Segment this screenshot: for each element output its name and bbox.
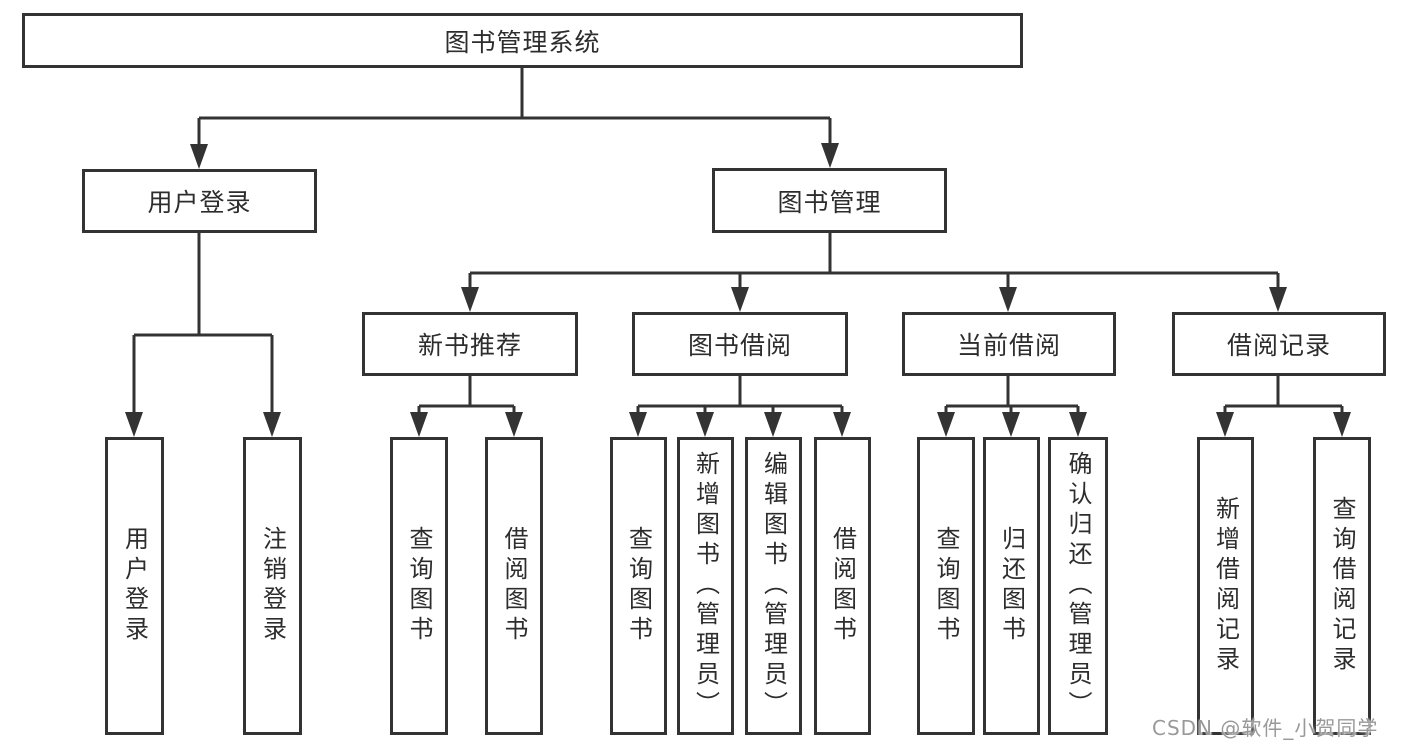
- leaf-edit-book-admin: 编辑图书（管理员）: [745, 437, 802, 735]
- leaf-query-book-recommend: 查询图书: [390, 437, 448, 735]
- node-current-borrow: 当前借阅: [902, 312, 1116, 376]
- node-borrow-records: 借阅记录: [1172, 312, 1386, 376]
- leaf-query-book-current: 查询图书: [917, 437, 975, 735]
- leaf-add-book-admin: 新增图书（管理员）: [677, 437, 734, 735]
- leaf-return-book: 归还图书: [983, 437, 1040, 735]
- leaf-logout: 注销登录: [243, 437, 302, 735]
- node-book-management: 图书管理: [712, 168, 947, 233]
- node-system-root: 图书管理系统: [22, 13, 1023, 68]
- node-new-book-recommend: 新书推荐: [362, 312, 578, 376]
- leaf-borrow-book: 借阅图书: [814, 437, 871, 735]
- leaf-add-borrow-record: 新增借阅记录: [1197, 437, 1254, 735]
- leaf-query-borrow-record: 查询借阅记录: [1313, 437, 1371, 735]
- leaf-confirm-return-admin: 确认归还（管理员）: [1048, 437, 1108, 735]
- node-user-login: 用户登录: [82, 169, 317, 233]
- watermark-text: CSDN @软件_小贺同学: [1152, 716, 1379, 740]
- leaf-user-login: 用户登录: [105, 437, 164, 735]
- node-book-borrow: 图书借阅: [632, 312, 848, 376]
- leaf-borrow-book-recommend: 借阅图书: [485, 437, 543, 735]
- leaf-query-book-borrow: 查询图书: [610, 437, 667, 735]
